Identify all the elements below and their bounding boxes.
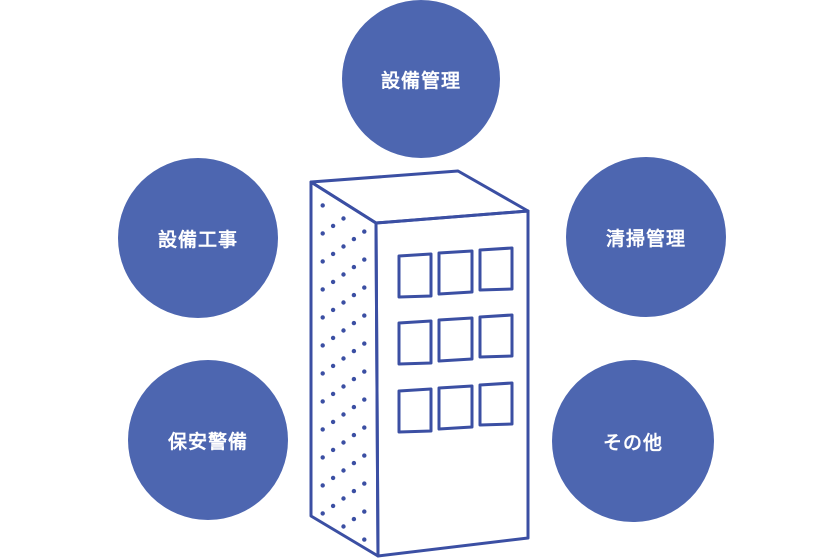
side-dot (320, 259, 325, 264)
window (397, 319, 433, 366)
side-dot (351, 404, 357, 410)
side-dot (351, 432, 357, 438)
building-windows (397, 246, 514, 434)
side-dot (330, 419, 336, 425)
side-dot (362, 509, 367, 514)
service-circle-cleaning-management: 清掃管理 (566, 157, 726, 317)
building-roof (309, 169, 530, 225)
side-dot (341, 244, 346, 249)
side-dot (351, 376, 357, 382)
side-dot (341, 440, 346, 445)
side-dot (320, 371, 325, 376)
side-dot (320, 511, 325, 516)
side-dot (351, 320, 357, 326)
side-dot (362, 453, 367, 458)
window (437, 249, 474, 296)
side-dot (362, 313, 367, 318)
side-dot (320, 455, 325, 460)
side-dot (341, 216, 346, 221)
service-label: 保安警備 (167, 430, 248, 453)
side-dot (351, 488, 357, 494)
side-dot (362, 285, 367, 290)
side-dot (341, 356, 346, 361)
service-circle-other: その他 (552, 360, 714, 522)
window (478, 246, 514, 292)
service-circle-facility-construction: 設備工事 (118, 158, 278, 318)
side-dot (330, 279, 336, 285)
side-dot (362, 341, 367, 346)
side-dot (330, 447, 336, 453)
side-dot (362, 481, 367, 486)
side-dot (341, 412, 346, 417)
side-dot (362, 397, 367, 402)
side-dot (330, 307, 336, 313)
side-dot (320, 287, 325, 292)
side-dot (320, 315, 325, 320)
service-label: 設備工事 (157, 228, 238, 251)
side-dot (330, 223, 336, 229)
side-dot (330, 391, 336, 397)
side-dot (320, 427, 325, 432)
side-dot (330, 363, 336, 369)
side-dot (362, 425, 367, 430)
side-dot (362, 537, 367, 542)
side-dot (330, 251, 336, 257)
side-dot (341, 524, 346, 529)
side-dot (320, 343, 325, 348)
service-label: 設備管理 (380, 69, 461, 92)
window (397, 252, 433, 299)
side-dot (341, 384, 346, 389)
side-dot (341, 496, 346, 501)
side-dot (330, 475, 336, 481)
side-dot (341, 272, 346, 277)
service-circle-security-guard: 保安警備 (128, 360, 288, 520)
side-dot (362, 369, 367, 374)
window (478, 381, 514, 427)
side-dot (341, 468, 346, 473)
side-dot (351, 264, 357, 270)
side-dot (362, 257, 367, 262)
side-dot (341, 300, 346, 305)
side-dot (320, 203, 325, 208)
side-dot (330, 503, 336, 509)
window (478, 313, 514, 359)
service-circle-facility-management: 設備管理 (342, 0, 500, 158)
building-side-dots (320, 203, 367, 542)
side-dot (320, 231, 325, 236)
side-dot (351, 292, 357, 298)
building-front (374, 209, 530, 558)
window (397, 387, 433, 434)
side-dot (330, 335, 336, 341)
window (437, 316, 474, 363)
side-dot (351, 236, 357, 242)
side-dot (351, 516, 357, 522)
side-dot (351, 460, 357, 466)
side-dot (362, 229, 367, 234)
side-dot (351, 348, 357, 354)
side-dot (341, 328, 346, 333)
service-label: 清掃管理 (605, 227, 686, 250)
window (437, 384, 474, 431)
side-dot (320, 483, 325, 488)
service-label: その他 (602, 431, 663, 454)
side-dot (320, 399, 325, 404)
